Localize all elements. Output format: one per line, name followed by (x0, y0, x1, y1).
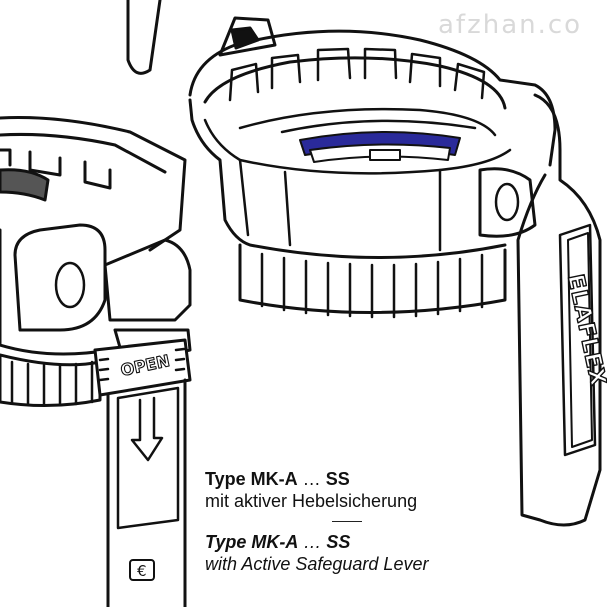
caption-divider (332, 521, 362, 522)
left-lever-handle (106, 378, 187, 607)
caption-en-type: Type MK-A (205, 532, 299, 552)
lock-tab (93, 338, 192, 397)
caption-de-subtitle: mit aktiver Hebelsicherung (205, 491, 418, 511)
caption-de-title: Type MK-A … SS (205, 468, 428, 490)
right-lever-handle (516, 93, 602, 527)
caption-de-ss: SS (325, 469, 350, 489)
partial-part-top (126, 0, 162, 75)
caption-en-subtitle: with Active Safeguard Lever (205, 554, 429, 574)
down-arrow-icon (130, 396, 164, 462)
watermark-text: afzhan.co (438, 10, 583, 40)
left-lever-arm (103, 238, 192, 322)
product-caption: Type MK-A … SS mit aktiver Hebelsicherun… (205, 468, 428, 575)
caption-en-title: Type MK-A … SS (205, 531, 428, 553)
left-coupling: € (0, 116, 192, 607)
right-coupling (188, 16, 602, 527)
svg-text:€: € (137, 562, 147, 580)
caption-de-type: Type MK-A (205, 469, 298, 489)
caption-de-dots: … (297, 469, 326, 489)
caption-en-dots: … (298, 532, 327, 552)
caption-en-ss: SS (326, 532, 351, 552)
